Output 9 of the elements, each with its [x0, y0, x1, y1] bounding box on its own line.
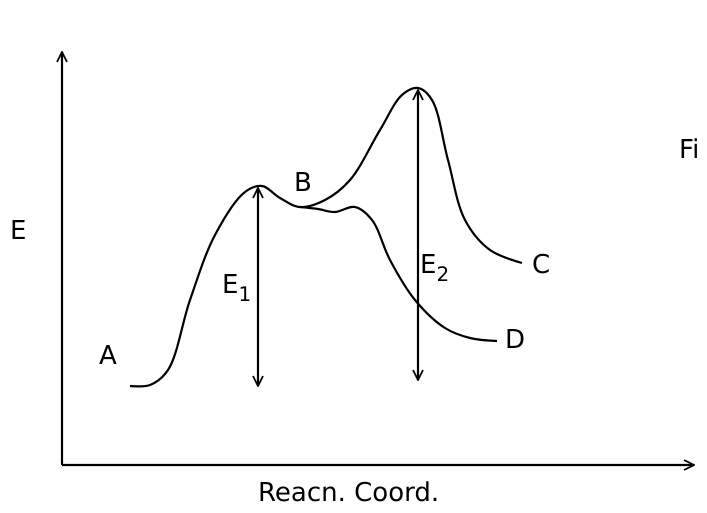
- point-label: D: [505, 327, 526, 353]
- axis-label: E: [10, 218, 26, 244]
- caption-fragment: Fi: [679, 137, 700, 163]
- point-label: C: [532, 252, 550, 278]
- energy-label: E$_{1}$: [222, 272, 252, 304]
- energy-label: E$_{2}$: [420, 252, 450, 284]
- point-label: A: [99, 343, 117, 369]
- point-label: B: [294, 170, 312, 196]
- axis-label: Reacn. Coord.: [258, 480, 440, 506]
